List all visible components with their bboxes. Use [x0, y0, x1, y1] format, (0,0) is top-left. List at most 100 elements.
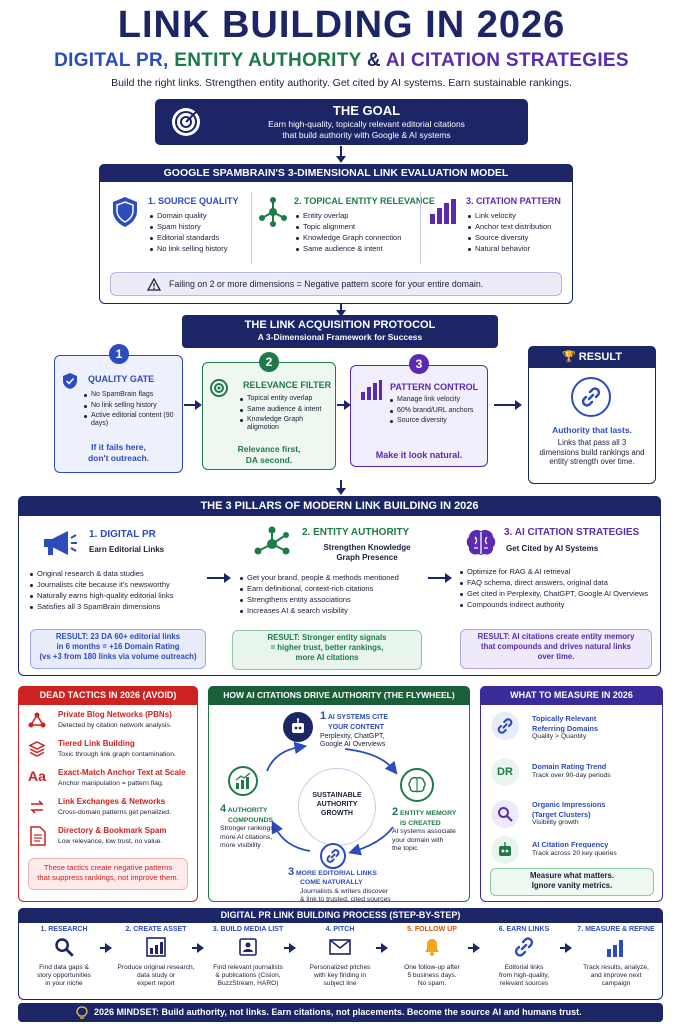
process-arrow [100, 943, 112, 953]
process-title: DIGITAL PR LINK BUILDING PROCESS (STEP-B… [18, 908, 663, 923]
quality-gate-card [54, 355, 183, 473]
step-number: 3 [288, 866, 295, 878]
text-icon: Aa [28, 768, 46, 784]
step-desc: with key finding in [313, 971, 367, 979]
step-title: 1. RESEARCH [40, 926, 88, 933]
pillar-entity-list: Get your brand, people & methods mention… [240, 573, 430, 619]
subtitle-part-a: DIGITAL PR, [54, 50, 169, 71]
list-item: Strengthens entity associations [240, 596, 430, 605]
step-title: YOUR CONTENT [328, 723, 384, 731]
step-desc: story opportunities [37, 971, 91, 979]
measure-footer: Measure what matters. Ignore vanity metr… [490, 868, 654, 896]
arrow-protocol-down [336, 480, 346, 495]
link-icon [497, 718, 513, 734]
lightbulb-icon [76, 1006, 88, 1019]
step-desc: subject line [323, 979, 357, 987]
step-title: ENTITY MEMORY [400, 810, 457, 817]
step-desc: Produce original research, [117, 964, 195, 971]
dead-tactic-desc: Toxic through link graph contamination. [58, 751, 176, 758]
entity-relevance-list: Entity overlap Topic alignment Knowledge… [296, 211, 420, 257]
list-item: Knowledge Graph connection [296, 234, 420, 243]
step-desc: 5 business days. [407, 971, 457, 979]
pillar-ai-list: Optimize for RAG & AI retrieval FAQ sche… [460, 567, 655, 613]
search-icon-circle [491, 800, 519, 828]
list-item: Get your brand, people & methods mention… [240, 573, 430, 583]
step-desc: Find relevant journalists [213, 964, 283, 971]
link-icon-circle [571, 377, 611, 417]
robot-icon-circle [283, 712, 313, 742]
link-icon [581, 387, 601, 407]
process-steps: 1. RESEARCH Find data gaps &story opport… [18, 926, 663, 998]
center-line: SUSTAINABLE [312, 792, 362, 799]
process-arrow [560, 943, 572, 953]
list-item: No SpamBrain flags [84, 391, 179, 399]
process-step-media-list: 3. BUILD MEDIA LIST Find relevant journa… [202, 926, 294, 998]
relevance-filter-footer: Relevance first,DA second. [202, 444, 336, 465]
mindset-text: 2026 MINDSET: Build authority, not links… [94, 1007, 582, 1017]
list-item: Link velocity [468, 211, 570, 221]
measure-item-desc: Track across 20 key queries [532, 849, 617, 857]
dead-tactic-title: Link Exchanges & Networks [58, 797, 166, 806]
protocol-title-box: THE LINK ACQUISITION PROTOCOL A 3-Dimens… [182, 315, 498, 348]
footer-line: These tactics create negative patterns [43, 863, 173, 872]
list-item: Increases AI & search visibility [240, 607, 430, 616]
step-desc: relevant sources [499, 979, 549, 987]
step-title: COMPOUNDS [228, 816, 273, 824]
step-desc: Find data gaps & [39, 964, 89, 971]
sub-line: Strengthen Knowledge [323, 543, 411, 552]
goal-box: THE GOAL Earn high-quality, topically re… [155, 99, 528, 145]
step-title: 5. FOLLOW UP [407, 926, 457, 933]
measure-item-title: Referring Domains [532, 723, 599, 733]
step-desc: Personalized pitches [309, 964, 371, 971]
brain-icon [466, 529, 496, 555]
exchange-icon [30, 800, 44, 814]
flywheel-step-2: 2 ENTITY MEMORY IS CREATED AI systems as… [392, 806, 468, 854]
step-title: 6. EARN LINKS [498, 926, 550, 933]
dead-tactic-title: Private Blog Networks (PBNs) [58, 710, 172, 719]
step-desc: your domain with [392, 836, 444, 844]
measure-item: AI Citation Frequency Track across 20 ke… [532, 840, 660, 858]
envelope-icon [329, 939, 351, 955]
spambrain-title: GOOGLE SPAMBRAIN'S 3-DIMENSIONAL LINK EV… [99, 164, 573, 182]
list-item: Natural behavior [468, 245, 570, 254]
list-item: Topic alignment [296, 222, 420, 232]
result-line: over time. [537, 652, 575, 662]
quality-gate-footer: If it fails here,don't outreach. [54, 442, 183, 463]
step-desc: and improve next [590, 971, 642, 979]
warning-icon [147, 278, 161, 291]
entity-relevance-title: 2. TOPICAL ENTITY RELEVANCE [294, 196, 435, 206]
list-item: Entity overlap [296, 211, 420, 221]
flywheel-step-4: 4 AUTHORITY COMPOUNDS Stronger rankings,… [220, 803, 300, 851]
relevance-filter-list: Topical entity overlap Same audience & i… [240, 395, 334, 435]
pattern-control-list: Manage link velocity 60% brand/URL ancho… [390, 396, 486, 428]
step-desc: AI systems associate [392, 828, 456, 836]
robot-icon [292, 718, 304, 733]
footer-line: that suppress rankings, not improve them… [37, 872, 179, 882]
source-quality-list: Domain quality Spam history Editorial st… [150, 211, 250, 257]
warning-text: Failing on 2 or more dimensions = Negati… [169, 279, 484, 289]
step-desc: Track results, analyze, [583, 964, 649, 971]
step-desc: Google AI Overviews [320, 741, 386, 749]
step-title: IS CREATED [400, 819, 441, 827]
pillar-digital-pr-title: 1. DIGITAL PR [89, 529, 156, 540]
dead-tactic-title: Directory & Bookmark Spam [58, 826, 167, 835]
contacts-icon [239, 938, 257, 956]
step-desc: campaign [601, 979, 631, 987]
dead-tactics-title: DEAD TACTICS IN 2026 (AVOID) [18, 686, 198, 705]
result-line: = higher trust, better rankings, [270, 643, 384, 653]
relevance-filter-card [202, 362, 336, 470]
bar-chart-icon [361, 380, 382, 400]
step-desc: more visibility [220, 842, 261, 850]
list-item: Get cited in Perplexity, ChatGPT, Google… [460, 590, 655, 599]
result-body: Links that pass all 3 dimensions build r… [539, 438, 645, 467]
list-item: Same audience & intent [240, 406, 334, 414]
dead-tactic-desc: Anchor manipulation = pattern flag. [58, 780, 164, 787]
step-desc: expert report [137, 979, 175, 987]
footer-line: Measure what matters. [529, 871, 615, 880]
result-line: more AI citations [295, 653, 359, 663]
quality-gate-title: QUALITY GATE [88, 374, 155, 384]
list-item: Source diversity [390, 417, 486, 425]
dead-tactic-desc: Detected by citation network analysis. [58, 722, 172, 729]
step-desc: & link to trusted, cited sources [300, 895, 391, 903]
